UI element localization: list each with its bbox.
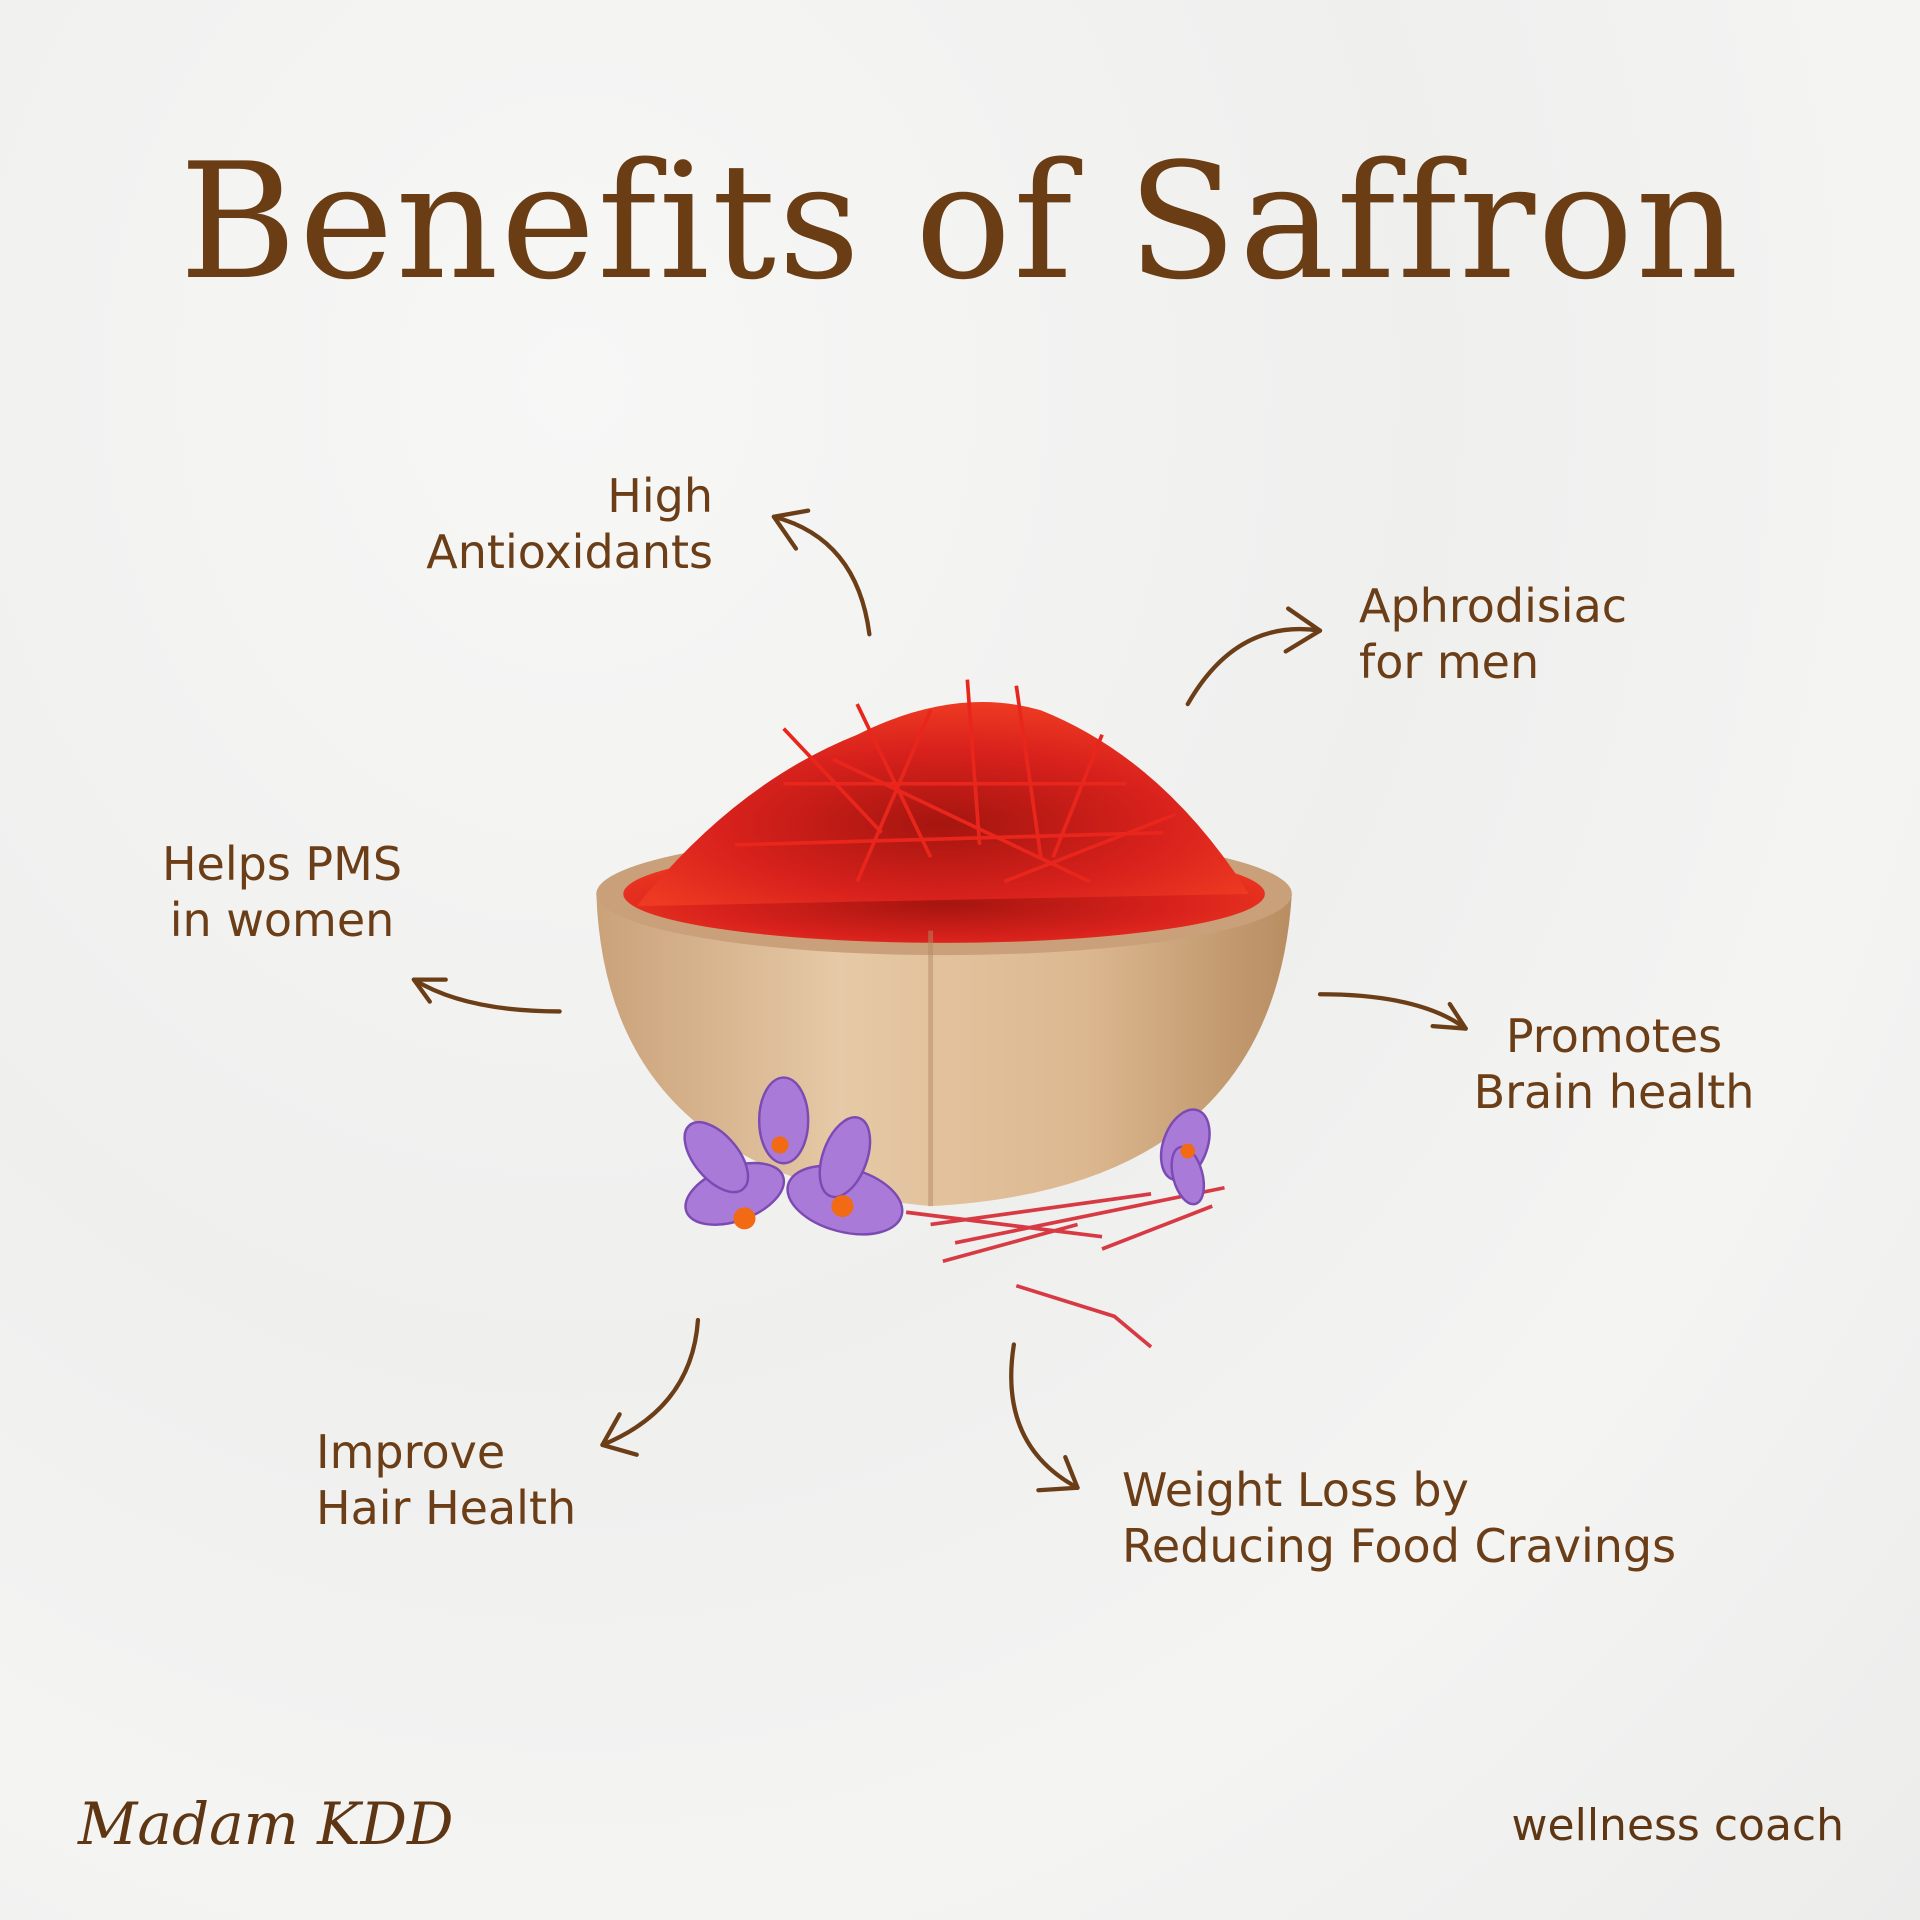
- arrow-hair: [600, 1317, 701, 1457]
- arrows: [411, 508, 1468, 1493]
- benefit-line: Promotes: [1505, 1009, 1723, 1063]
- benefit-pms: Helps PMS in women: [132, 836, 432, 948]
- saffron-threads-icon: [636, 679, 1249, 907]
- benefit-brain: Promotes Brain health: [1434, 1008, 1794, 1120]
- arrow-weight: [1009, 1342, 1080, 1493]
- benefit-hair: Improve Hair Health: [316, 1424, 576, 1536]
- arrow-aphrodisiac: [1185, 606, 1323, 707]
- arrow-pms: [411, 977, 562, 1014]
- benefit-line: Hair Health: [316, 1481, 577, 1535]
- benefit-line: Improve: [316, 1425, 506, 1479]
- benefit-line: Brain health: [1473, 1065, 1755, 1119]
- benefit-line: Helps PMS: [161, 837, 403, 891]
- benefit-line: Antioxidants: [426, 525, 713, 579]
- signature-logo: Madam KDD: [78, 1790, 454, 1858]
- page-title: Benefits of Saffron: [179, 128, 1741, 315]
- benefit-line: High: [607, 469, 713, 523]
- crocus-flowers-icon: [683, 1076, 1211, 1236]
- benefit-antioxidants: High Antioxidants: [426, 468, 713, 580]
- tagline: wellness coach: [1511, 1800, 1844, 1851]
- benefit-weight-loss: Weight Loss by Reducing Food Cravings: [1122, 1462, 1676, 1574]
- benefit-line: Aphrodisiac: [1359, 579, 1628, 633]
- arrow-brain: [1317, 992, 1468, 1031]
- spilled-saffron-icon: [905, 1185, 1225, 1349]
- benefit-line: Reducing Food Cravings: [1122, 1519, 1677, 1573]
- benefit-line: Weight Loss by: [1122, 1463, 1469, 1517]
- benefit-line: for men: [1359, 635, 1540, 689]
- benefit-aphrodisiac: Aphrodisiac for men: [1359, 578, 1627, 690]
- benefit-line: in women: [169, 893, 395, 947]
- arrow-antioxidants: [771, 508, 872, 637]
